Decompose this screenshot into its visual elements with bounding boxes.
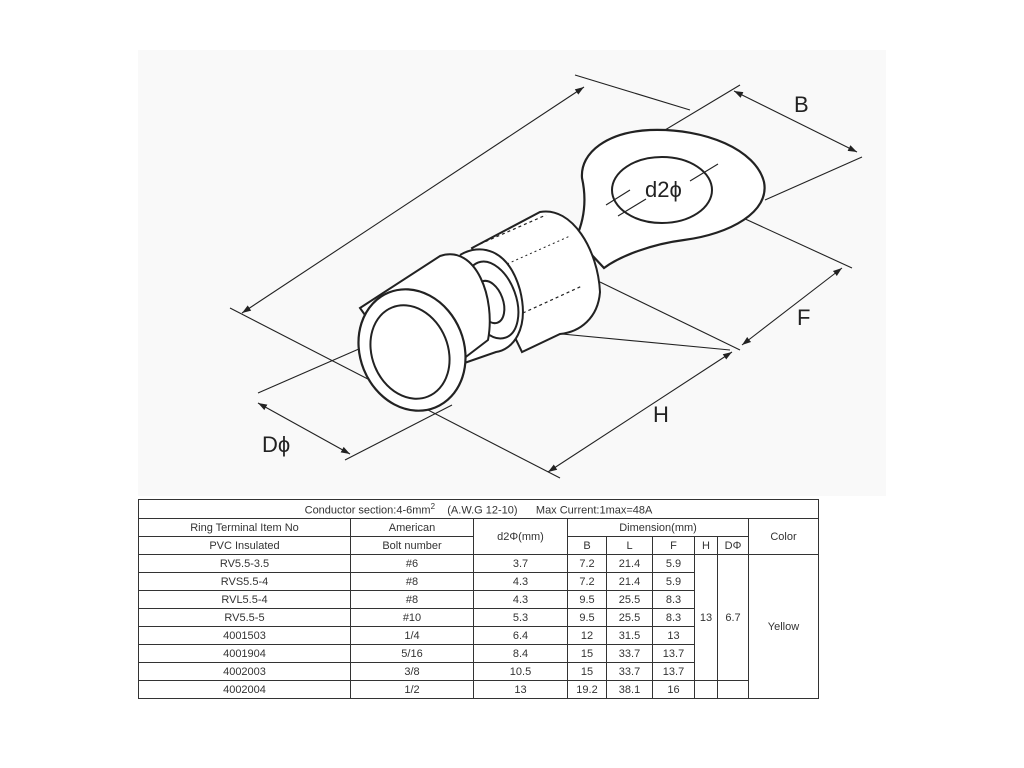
table-row: RV5.5-3.5 #6 3.7 7.2 21.4 5.9 13 6.7 Yel…	[138, 554, 819, 699]
cell-d2: 6.4	[473, 626, 568, 645]
cell-f: 5.9	[652, 554, 695, 573]
cell-b: 7.2	[567, 572, 607, 591]
awg-range: (A.W.G 12-10)	[447, 504, 518, 517]
b-dimension-line	[733, 90, 858, 153]
header-d2: d2Φ(mm)	[473, 518, 568, 555]
cell-l: 31.5	[606, 626, 653, 645]
table-caption: Conductor section:4-6mm2 (A.W.G 12-10) M…	[138, 499, 819, 519]
cell-item: RV5.5-5	[138, 608, 351, 627]
f-dimension-line	[741, 267, 843, 346]
top-extension-line-left	[574, 74, 691, 111]
cell-bolt: #8	[350, 572, 474, 591]
b-extension-line-left	[664, 84, 741, 131]
cell-f: 8.3	[652, 608, 695, 627]
cell-b: 15	[567, 662, 607, 681]
label-b: B	[794, 92, 809, 117]
cell-d2: 10.5	[473, 662, 568, 681]
header-h: H	[694, 536, 718, 555]
table-row: 4002003 3/8 10.5 15 33.7 13.7	[138, 662, 819, 681]
cell-l: 38.1	[606, 680, 653, 699]
label-h: H	[653, 402, 669, 427]
cell-d2: 8.4	[473, 644, 568, 663]
cell-f: 5.9	[652, 572, 695, 591]
header-bolt-number: Bolt number	[350, 536, 474, 555]
cell-l: 21.4	[606, 554, 653, 573]
cell-color-shared: Yellow	[748, 554, 819, 699]
label-f: F	[797, 305, 810, 330]
cell-f: 16	[652, 680, 695, 699]
header-color: Color	[748, 518, 819, 555]
spec-table: Conductor section:4-6mm2 (A.W.G 12-10) M…	[138, 499, 819, 699]
hole-diameter-lines	[605, 163, 719, 217]
header-dimension: Dimension(mm)	[567, 518, 749, 537]
cell-l: 33.7	[606, 644, 653, 663]
b-extension-line-right	[764, 156, 863, 201]
cell-f: 13.7	[652, 644, 695, 663]
header-pvc-insulated: PVC Insulated	[138, 536, 351, 555]
cell-item: RVS5.5-4	[138, 572, 351, 591]
cell-d2: 13	[473, 680, 568, 699]
table-row: RVL5.5-4 #8 4.3 9.5 25.5 8.3	[138, 590, 819, 609]
cell-d2: 4.3	[473, 572, 568, 591]
header-b: B	[567, 536, 607, 555]
cell-d-empty	[717, 680, 749, 699]
h-dimension-line	[547, 351, 733, 473]
cell-bolt: 3/8	[350, 662, 474, 681]
max-current: Max Current:1max=48A	[535, 504, 653, 517]
cell-l: 25.5	[606, 608, 653, 627]
cell-b: 15	[567, 644, 607, 663]
ring-hole	[611, 156, 713, 224]
cell-d2: 5.3	[473, 608, 568, 627]
cell-d2: 3.7	[473, 554, 568, 573]
cell-f: 8.3	[652, 590, 695, 609]
cell-h-shared: 13	[694, 554, 718, 681]
header-l: L	[606, 536, 653, 555]
conductor-section: Conductor section:4-6mm	[304, 504, 431, 517]
length-dimension-line	[241, 86, 585, 314]
table-row: RVS5.5-4 #8 4.3 7.2 21.4 5.9	[138, 572, 819, 591]
cell-b: 19.2	[567, 680, 607, 699]
header-d: DΦ	[717, 536, 749, 555]
cell-bolt: 1/4	[350, 626, 474, 645]
cell-item: 4002003	[138, 662, 351, 681]
f-extension-line	[599, 281, 741, 351]
cell-bolt: #6	[350, 554, 474, 573]
cell-b: 7.2	[567, 554, 607, 573]
header-american: American	[350, 518, 474, 537]
cell-item: 4001904	[138, 644, 351, 663]
cell-b: 9.5	[567, 608, 607, 627]
d-extension-line-top	[257, 344, 369, 394]
cell-bolt: 5/16	[350, 644, 474, 663]
cell-d-shared: 6.7	[717, 554, 749, 681]
label-d-outer: Dϕ	[262, 432, 290, 457]
cell-h-empty	[694, 680, 718, 699]
cell-b: 12	[567, 626, 607, 645]
cell-bolt: #10	[350, 608, 474, 627]
cell-bolt: #8	[350, 590, 474, 609]
cell-item: 4002004	[138, 680, 351, 699]
label-d2-hole: d2ϕ	[645, 177, 682, 202]
dimension-lines	[229, 74, 863, 479]
header-f: F	[652, 536, 695, 555]
cell-d2: 4.3	[473, 590, 568, 609]
cell-l: 21.4	[606, 572, 653, 591]
cell-f: 13.7	[652, 662, 695, 681]
cell-item: RVL5.5-4	[138, 590, 351, 609]
cell-bolt: 1/2	[350, 680, 474, 699]
barrel	[357, 210, 602, 412]
cell-l: 25.5	[606, 590, 653, 609]
d-extension-line-bottom	[344, 404, 453, 461]
cell-l: 33.7	[606, 662, 653, 681]
header-item-no: Ring Terminal Item No	[138, 518, 351, 537]
table-row: 4001904 5/16 8.4 15 33.7 13.7	[138, 644, 819, 663]
cell-f: 13	[652, 626, 695, 645]
d-dimension-line	[257, 402, 351, 455]
cell-item: RV5.5-3.5	[138, 554, 351, 573]
table-row: 4002004 1/2 13 19.2 38.1 16	[138, 680, 819, 699]
cell-b: 9.5	[567, 590, 607, 609]
cell-item: 4001503	[138, 626, 351, 645]
conductor-superscript: 2	[430, 502, 436, 512]
